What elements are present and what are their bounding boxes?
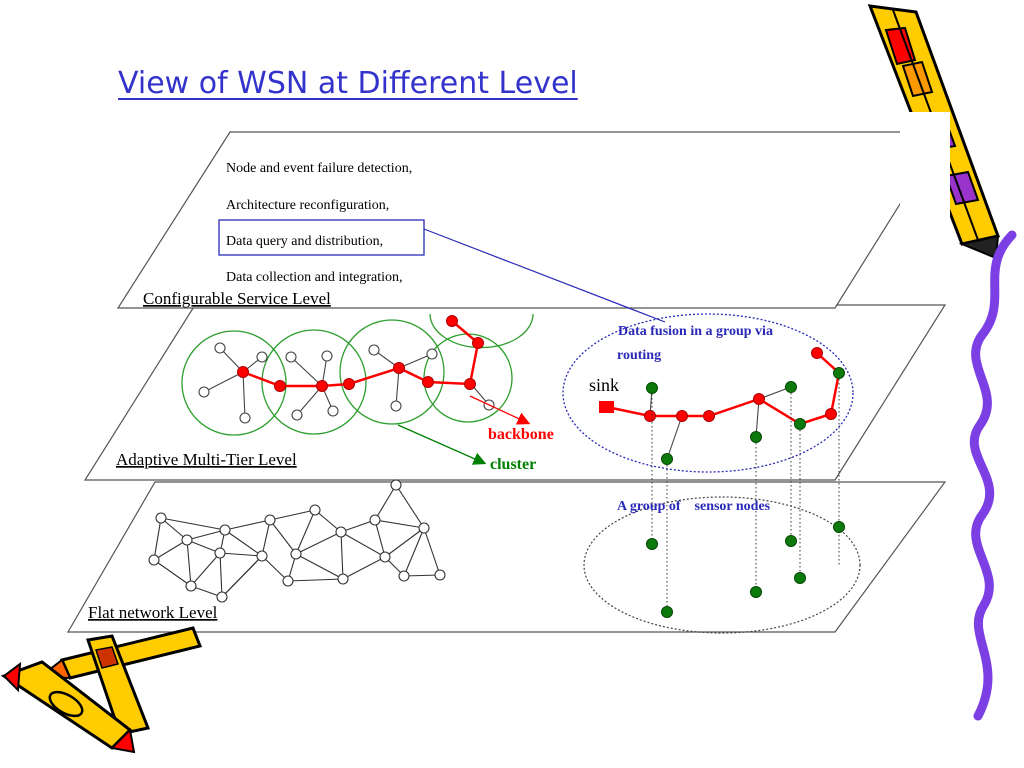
- flat-node: [256, 550, 268, 562]
- member-node: [368, 344, 380, 356]
- flat-node: [219, 524, 231, 536]
- service-items: Node and event failure detection, Archit…: [226, 161, 412, 285]
- backbone-node: [237, 366, 249, 378]
- backbone-node: [343, 378, 355, 390]
- service-item: Architecture reconfiguration,: [226, 198, 389, 213]
- flat-node: [181, 534, 193, 546]
- member-node: [321, 350, 333, 362]
- backbone-node: [703, 410, 715, 422]
- crayons-icon: [0, 626, 203, 754]
- sink-node: [599, 401, 614, 413]
- sensor-group-label: A group of sensor nodes: [617, 499, 771, 514]
- backbone-node: [393, 362, 405, 374]
- fusion-green-nodes: [646, 367, 845, 465]
- flat-node: [335, 526, 347, 538]
- backbone-node: [274, 380, 286, 392]
- flat-node: [369, 514, 381, 526]
- flat-node: [398, 570, 410, 582]
- service-level-label: Configurable Service Level: [143, 289, 331, 308]
- flat-node: [434, 569, 446, 581]
- sensor-node: [646, 382, 658, 394]
- backbone-node: [464, 378, 476, 390]
- sensor-node: [833, 521, 845, 533]
- flat-node: [214, 547, 226, 559]
- member-node: [214, 342, 226, 354]
- service-level-plane: [116, 131, 947, 309]
- sensor-node: [661, 606, 673, 618]
- sensor-node: [750, 586, 762, 598]
- backbone-node: [676, 410, 688, 422]
- flat-level-label: Flat network Level: [88, 603, 218, 622]
- flat-node: [418, 522, 430, 534]
- slide-title: View of WSN at Different Level: [118, 66, 578, 101]
- member-node: [285, 351, 297, 363]
- flat-level-plane: [66, 481, 947, 633]
- backbone-node: [422, 376, 434, 388]
- sensor-node: [785, 381, 797, 393]
- backbone-node: [753, 393, 765, 405]
- flat-node: [379, 551, 391, 563]
- backbone-node: [811, 347, 823, 359]
- flat-network-nodes: [148, 479, 446, 603]
- sensor-node: [794, 418, 806, 430]
- sensor-node: [794, 572, 806, 584]
- fusion-label-line2: routing: [617, 348, 661, 363]
- flat-sensor-nodes: [646, 521, 845, 618]
- flat-node: [148, 554, 160, 566]
- query-highlight-box: [218, 219, 425, 256]
- backbone-node: [644, 410, 656, 422]
- flat-node: [185, 580, 197, 592]
- sink-label: sink: [589, 375, 619, 395]
- backbone-node: [316, 380, 328, 392]
- backbone-label: backbone: [488, 426, 554, 443]
- service-item: Data collection and integration,: [226, 270, 403, 285]
- purple-wavy-border: [969, 230, 1017, 721]
- flat-node: [282, 575, 294, 587]
- pencil-mask: [900, 112, 950, 302]
- multitier-level-label: Adaptive Multi-Tier Level: [116, 450, 297, 469]
- member-node: [198, 386, 210, 398]
- backbone-node: [472, 337, 484, 349]
- backbone-arrow: [469, 395, 531, 425]
- member-node: [327, 405, 339, 417]
- flat-node: [337, 573, 349, 585]
- cluster-label: cluster: [490, 456, 536, 473]
- flat-node: [264, 514, 276, 526]
- projection-lines: [651, 379, 840, 607]
- cluster-circle: [261, 329, 367, 435]
- cluster-circle: [339, 319, 445, 425]
- flat-node: [309, 504, 321, 516]
- sensor-node: [646, 538, 658, 550]
- flat-node: [290, 548, 302, 560]
- sensor-node: [750, 431, 762, 443]
- flat-node: [155, 512, 167, 524]
- red-backbone-nodes: [237, 315, 484, 392]
- backbone-node: [825, 408, 837, 420]
- service-item: Node and event failure detection,: [226, 161, 412, 176]
- sensor-node: [785, 535, 797, 547]
- member-node: [390, 400, 402, 412]
- query-link-line: [423, 228, 666, 323]
- fusion-label-line1: Data fusion in a group via: [618, 324, 773, 339]
- sensor-group-ellipse: [583, 496, 861, 634]
- sensor-node: [661, 453, 673, 465]
- white-member-nodes: [198, 342, 495, 424]
- sensor-node: [833, 367, 845, 379]
- member-node: [291, 409, 303, 421]
- cluster-arrow: [397, 424, 487, 465]
- fusion-group-ellipse: [562, 313, 854, 473]
- member-node: [426, 348, 438, 360]
- cluster-circle: [181, 330, 287, 436]
- flat-node: [216, 591, 228, 603]
- service-item-highlighted: Data query and distribution,: [226, 234, 383, 249]
- member-node: [239, 412, 251, 424]
- member-node: [256, 351, 268, 363]
- backbone-node: [446, 315, 458, 327]
- flat-node: [390, 479, 402, 491]
- fusion-red-nodes: [644, 347, 837, 422]
